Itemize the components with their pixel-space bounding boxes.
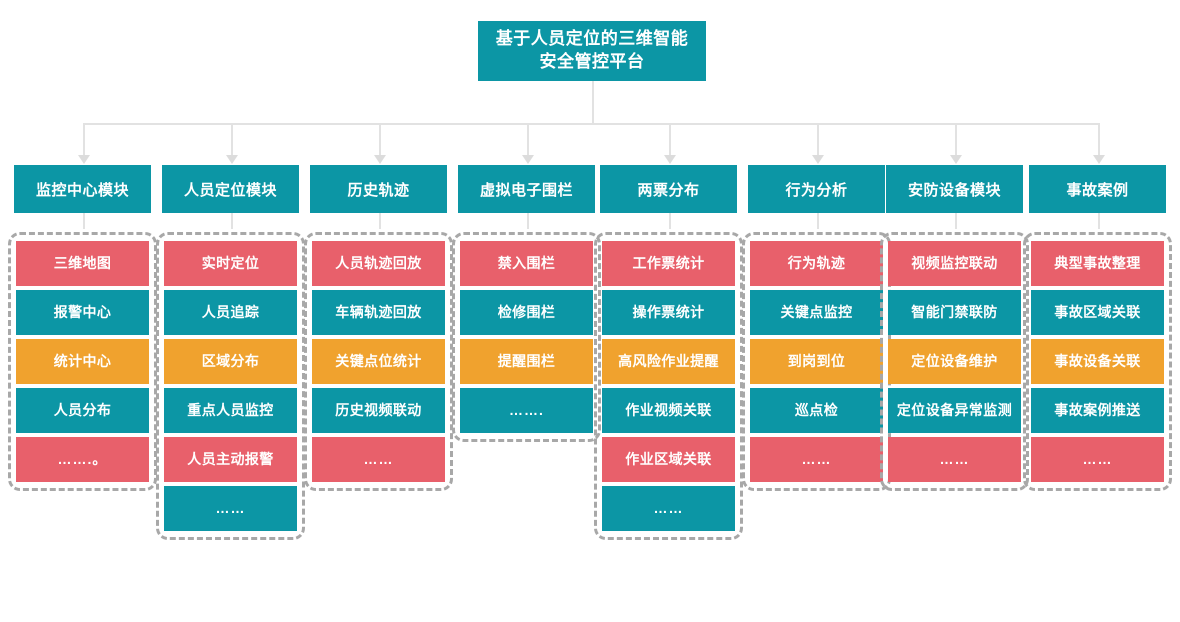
module-column-4: 虚拟电子围栏禁入围栏检修围栏提醒围栏……. xyxy=(452,165,601,442)
connector-segment xyxy=(816,123,819,156)
module-header-8[interactable]: 事故案例 xyxy=(1029,165,1166,213)
connector-segment xyxy=(668,123,671,156)
connector-arrow-icon xyxy=(77,155,90,164)
connector-segment xyxy=(954,213,957,229)
connector-segment xyxy=(526,123,529,156)
module-column-6: 行为分析行为轨迹关键点监控到岗到位巡点检…… xyxy=(742,165,891,491)
module-item[interactable]: 典型事故整理 xyxy=(1031,241,1164,286)
module-item[interactable]: …… xyxy=(888,437,1021,482)
connector-segment xyxy=(378,123,381,156)
connector-arrow-icon xyxy=(373,155,386,164)
connector-arrow-icon xyxy=(663,155,676,164)
module-item[interactable]: 到岗到位 xyxy=(750,339,883,384)
module-item[interactable]: 巡点检 xyxy=(750,388,883,433)
module-item[interactable]: 区域分布 xyxy=(164,339,297,384)
module-item[interactable]: 关键点监控 xyxy=(750,290,883,335)
connector-segment xyxy=(82,123,85,156)
module-item[interactable]: 重点人员监控 xyxy=(164,388,297,433)
module-header-7[interactable]: 安防设备模块 xyxy=(886,165,1023,213)
module-column-1: 监控中心模块三维地图报警中心统计中心人员分布…….。 xyxy=(8,165,157,491)
module-column-3: 历史轨迹人员轨迹回放车辆轨迹回放关键点位统计历史视频联动…… xyxy=(304,165,453,491)
module-item[interactable]: 检修围栏 xyxy=(460,290,593,335)
module-group-box-3: 人员轨迹回放车辆轨迹回放关键点位统计历史视频联动…… xyxy=(304,232,453,491)
module-item[interactable]: 车辆轨迹回放 xyxy=(312,290,445,335)
connector-segment xyxy=(592,81,594,123)
connector-segment xyxy=(1097,213,1100,229)
connector-arrow-icon xyxy=(1092,155,1105,164)
connector-segment xyxy=(954,123,957,156)
connector-segment xyxy=(526,213,529,229)
connector-segment xyxy=(82,213,85,229)
module-group-box-8: 典型事故整理事故区域关联事故设备关联事故案例推送…… xyxy=(1023,232,1172,491)
module-column-5: 两票分布工作票统计操作票统计高风险作业提醒作业视频关联作业区域关联…… xyxy=(594,165,743,540)
module-item[interactable]: 提醒围栏 xyxy=(460,339,593,384)
module-item[interactable]: 报警中心 xyxy=(16,290,149,335)
module-group-box-5: 工作票统计操作票统计高风险作业提醒作业视频关联作业区域关联…… xyxy=(594,232,743,540)
module-item[interactable]: …… xyxy=(164,486,297,531)
module-item[interactable]: 作业区域关联 xyxy=(602,437,735,482)
module-item[interactable]: 高风险作业提醒 xyxy=(602,339,735,384)
connector-segment xyxy=(378,213,381,229)
connector-arrow-icon xyxy=(521,155,534,164)
connector-arrow-icon xyxy=(225,155,238,164)
module-item[interactable]: …… xyxy=(312,437,445,482)
module-group-box-2: 实时定位人员追踪区域分布重点人员监控人员主动报警…… xyxy=(156,232,305,540)
connector-segment xyxy=(230,213,233,229)
module-item[interactable]: …… xyxy=(750,437,883,482)
module-header-1[interactable]: 监控中心模块 xyxy=(14,165,151,213)
module-header-5[interactable]: 两票分布 xyxy=(600,165,737,213)
module-item[interactable]: …… xyxy=(602,486,735,531)
module-item[interactable]: 定位设备异常监测 xyxy=(888,388,1021,433)
connector-segment xyxy=(1097,123,1100,156)
module-item[interactable]: ……. xyxy=(460,388,593,433)
connector-segment xyxy=(668,213,671,229)
module-item[interactable]: 行为轨迹 xyxy=(750,241,883,286)
module-item[interactable]: 禁入围栏 xyxy=(460,241,593,286)
module-column-8: 事故案例典型事故整理事故区域关联事故设备关联事故案例推送…… xyxy=(1023,165,1172,491)
module-group-box-4: 禁入围栏检修围栏提醒围栏……. xyxy=(452,232,601,442)
module-column-7: 安防设备模块视频监控联动智能门禁联防定位设备维护定位设备异常监测…… xyxy=(880,165,1029,491)
module-item[interactable]: 智能门禁联防 xyxy=(888,290,1021,335)
module-item[interactable]: 三维地图 xyxy=(16,241,149,286)
module-item[interactable]: 视频监控联动 xyxy=(888,241,1021,286)
module-header-6[interactable]: 行为分析 xyxy=(748,165,885,213)
module-item[interactable]: 人员主动报警 xyxy=(164,437,297,482)
module-item[interactable]: 人员分布 xyxy=(16,388,149,433)
module-header-4[interactable]: 虚拟电子围栏 xyxy=(458,165,595,213)
module-group-box-6: 行为轨迹关键点监控到岗到位巡点检…… xyxy=(742,232,891,491)
module-item[interactable]: 操作票统计 xyxy=(602,290,735,335)
module-group-box-1: 三维地图报警中心统计中心人员分布…….。 xyxy=(8,232,157,491)
module-item[interactable]: 人员追踪 xyxy=(164,290,297,335)
connector-segment xyxy=(816,213,819,229)
module-header-2[interactable]: 人员定位模块 xyxy=(162,165,299,213)
module-item[interactable]: 人员轨迹回放 xyxy=(312,241,445,286)
module-item[interactable]: 作业视频关联 xyxy=(602,388,735,433)
connector-arrow-icon xyxy=(949,155,962,164)
module-item[interactable]: 定位设备维护 xyxy=(888,339,1021,384)
connector-segment xyxy=(230,123,233,156)
module-item[interactable]: 事故设备关联 xyxy=(1031,339,1164,384)
module-item[interactable]: 事故区域关联 xyxy=(1031,290,1164,335)
connector-arrow-icon xyxy=(811,155,824,164)
module-item[interactable]: …… xyxy=(1031,437,1164,482)
module-group-box-7: 视频监控联动智能门禁联防定位设备维护定位设备异常监测…… xyxy=(880,232,1029,491)
connector-segment xyxy=(82,123,1098,125)
module-header-3[interactable]: 历史轨迹 xyxy=(310,165,447,213)
module-item[interactable]: 事故案例推送 xyxy=(1031,388,1164,433)
module-item[interactable]: 实时定位 xyxy=(164,241,297,286)
module-column-2: 人员定位模块实时定位人员追踪区域分布重点人员监控人员主动报警…… xyxy=(156,165,305,540)
module-item[interactable]: 关键点位统计 xyxy=(312,339,445,384)
platform-title: 基于人员定位的三维智能安全管控平台 xyxy=(478,21,706,81)
module-item[interactable]: 统计中心 xyxy=(16,339,149,384)
module-item[interactable]: 工作票统计 xyxy=(602,241,735,286)
module-item[interactable]: 历史视频联动 xyxy=(312,388,445,433)
module-item[interactable]: …….。 xyxy=(16,437,149,482)
